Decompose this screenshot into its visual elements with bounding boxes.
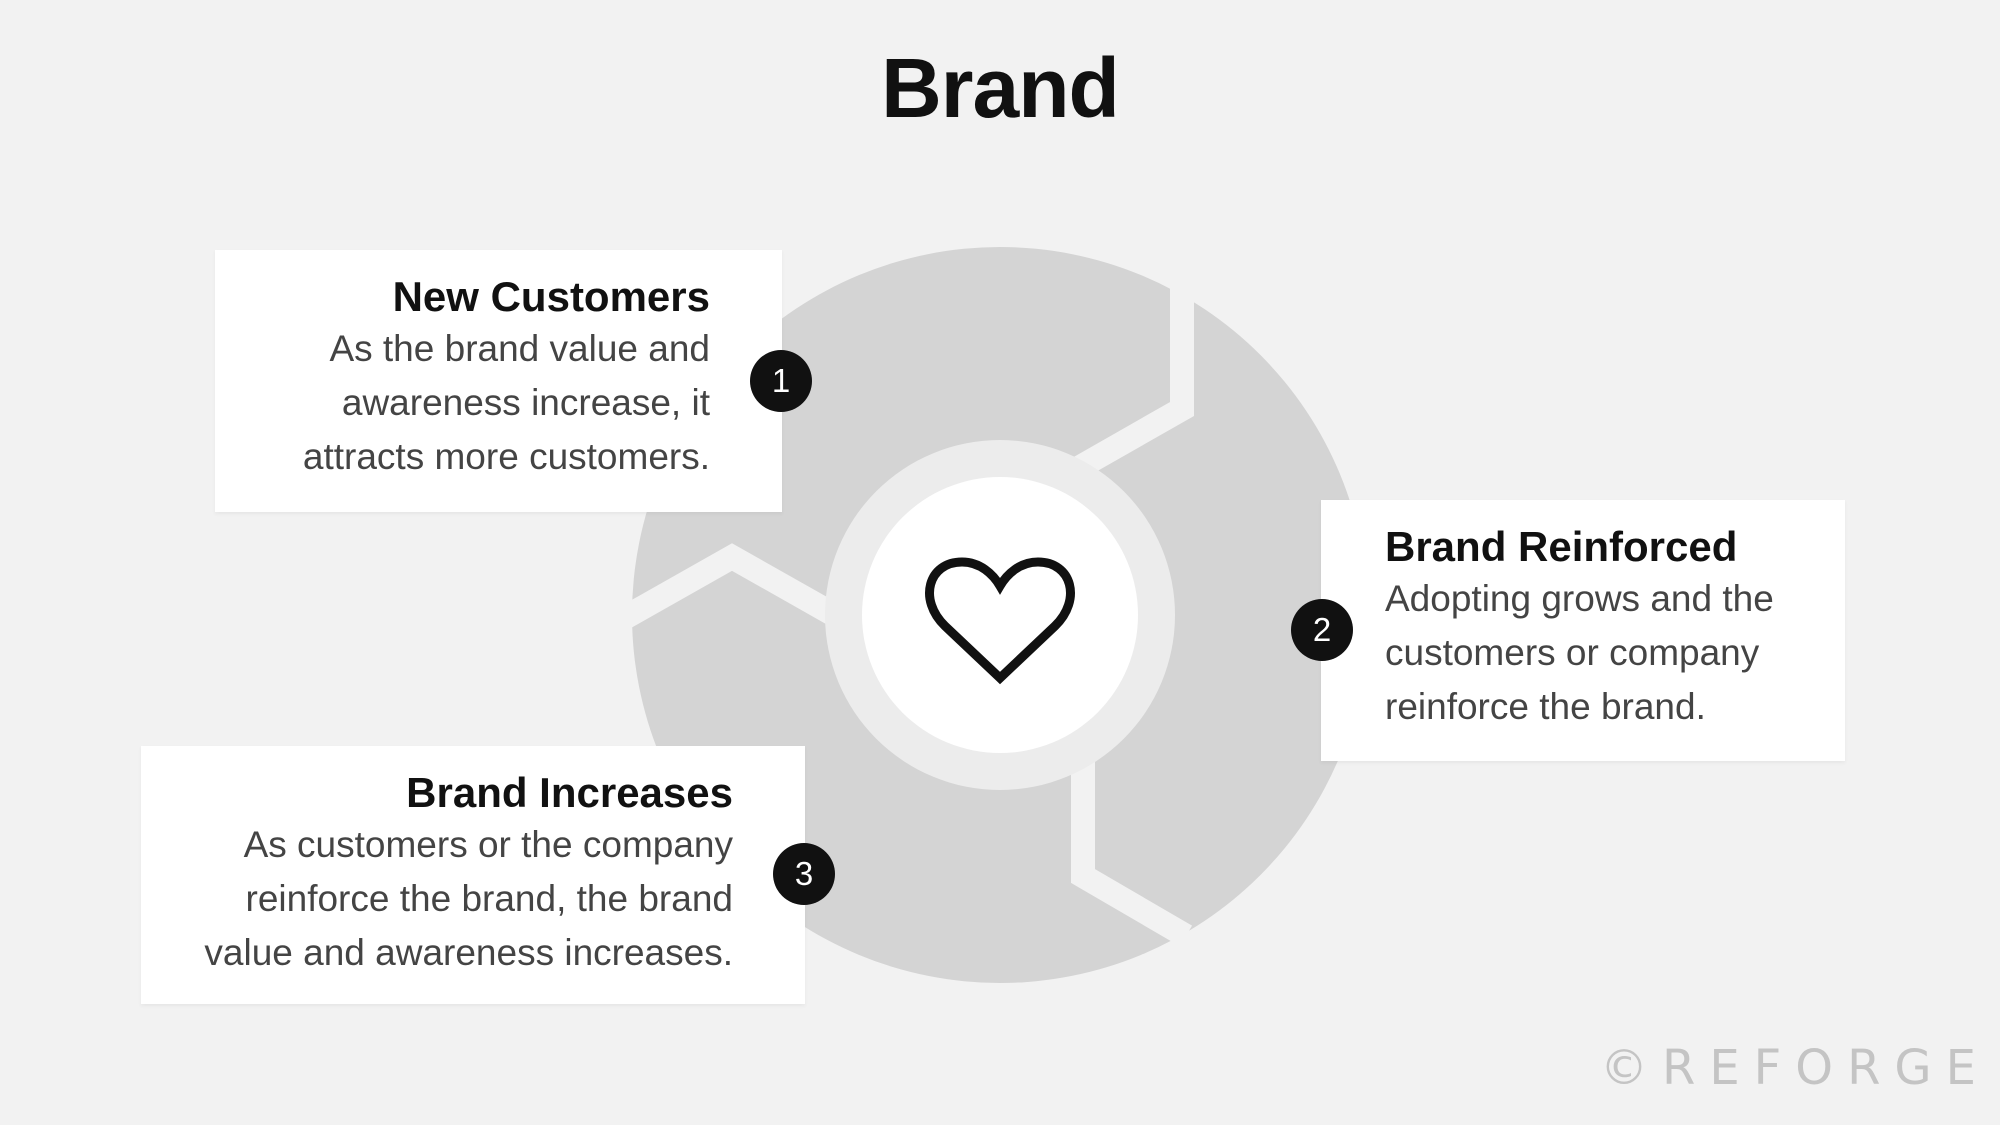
step-description-line: reinforce the brand. bbox=[1385, 686, 1706, 727]
step-description-line: reinforce the brand, the brand bbox=[245, 878, 734, 919]
step-number-badge: 1 bbox=[750, 350, 812, 412]
cycle-separator-left bbox=[620, 543, 844, 628]
step-number-badge: 2 bbox=[1291, 599, 1353, 661]
step-title: Brand Reinforced bbox=[1385, 523, 1738, 570]
reforge-watermark: ©REFORGE bbox=[1600, 1040, 1990, 1096]
cycle-separator-top bbox=[1069, 283, 1194, 481]
center-disc bbox=[862, 477, 1138, 753]
step-card-brand-increases: Brand Increases As customers or the comp… bbox=[141, 746, 805, 1004]
step-number-badge: 3 bbox=[773, 843, 835, 905]
step-description-line: awareness increase, it bbox=[341, 382, 710, 423]
step-title: Brand Increases bbox=[406, 769, 733, 816]
step-description-line: As the brand value and bbox=[329, 328, 710, 369]
step-card-new-customers: New Customers As the brand value and awa… bbox=[215, 250, 782, 512]
page-title: Brand bbox=[881, 41, 1120, 135]
step-title: New Customers bbox=[392, 273, 710, 320]
step-description-line: As customers or the company bbox=[243, 824, 733, 865]
step-description-line: value and awareness increases. bbox=[204, 932, 733, 973]
cycle-separator-bottom bbox=[1071, 755, 1193, 947]
step-description-line: customers or company bbox=[1385, 632, 1760, 673]
step-description-line: attracts more customers. bbox=[302, 436, 710, 477]
heart-icon bbox=[925, 557, 1075, 685]
step-description-line: Adopting grows and the bbox=[1385, 578, 1774, 619]
step-card-brand-reinforced: Brand Reinforced Adopting grows and the … bbox=[1321, 500, 1845, 761]
